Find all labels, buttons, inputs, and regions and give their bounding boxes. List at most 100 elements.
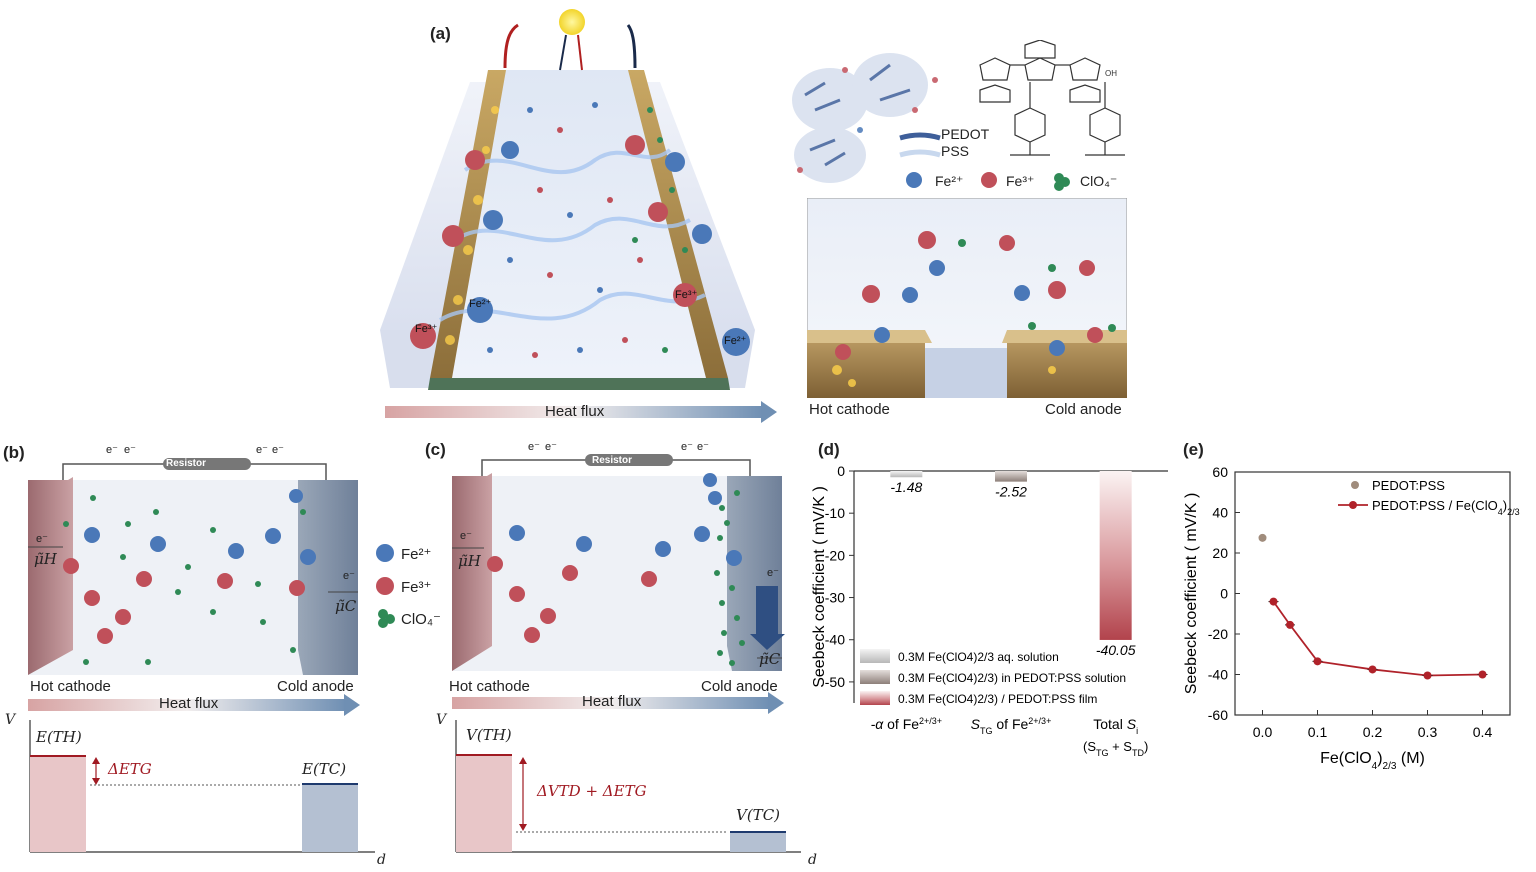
y-tick-label: -60	[1208, 707, 1228, 723]
axis-d-c: d	[808, 852, 817, 868]
ion-label: Fe²⁺	[724, 335, 747, 347]
legend-fe2: Fe²⁺	[935, 173, 964, 189]
delta-label-c: ΔVTD + ΔETG	[537, 782, 647, 800]
small-ions	[487, 102, 688, 358]
data-point	[1269, 597, 1278, 606]
legend-label: 0.3M Fe(ClO4)2/3 aq. solution	[898, 650, 1059, 664]
mu-c-label: μ̃C	[759, 650, 781, 668]
panel-label-c: (c)	[425, 440, 446, 459]
electron-label: e⁻	[36, 533, 48, 545]
legend-fe3-b: Fe³⁺	[401, 579, 432, 596]
y-tick-label: 60	[1212, 464, 1228, 480]
electron-label: e⁻	[106, 444, 118, 456]
axis-d-b: d	[377, 852, 386, 868]
bar-value-label: -2.52	[995, 484, 1027, 500]
mu-h-label: μ̃H	[458, 552, 481, 570]
axis-v-b: V	[5, 712, 16, 728]
electrode-inset	[807, 198, 1127, 398]
x-category-label: (STG + STD)	[1083, 739, 1148, 758]
mu-c-label: μ̃C	[335, 597, 357, 615]
bar-value-label: -40.05	[1096, 642, 1136, 658]
legend-label: 0.3M Fe(ClO4)2/3) / PEDOT:PSS film	[898, 692, 1097, 706]
x-tick-label: 0.2	[1363, 724, 1383, 740]
heat-flux-label-b: Heat flux	[159, 695, 219, 712]
cell-diagram-c	[452, 454, 785, 671]
heat-flux-arrow-c	[452, 692, 784, 714]
data-point	[1258, 533, 1267, 542]
legend-swatch	[860, 649, 890, 663]
inset-hot-cathode: Hot cathode	[809, 401, 890, 418]
v-th-label: V(TH)	[466, 726, 512, 744]
fe2-icon	[906, 172, 922, 188]
svg-text:OH: OH	[1105, 69, 1117, 78]
legend-swatch	[860, 670, 890, 684]
e-th-label: E(TH)	[36, 728, 82, 746]
fe2-icon	[376, 544, 394, 562]
resistor-label-c: Resistor	[592, 455, 633, 466]
electron-label: e⁻	[460, 530, 472, 542]
panel-label-d: (d)	[818, 440, 840, 459]
clo4-icon	[378, 609, 388, 619]
x-axis-label: Fe(ClO4)2/3 (M)	[1320, 750, 1425, 772]
panel-label-b: (b)	[3, 443, 25, 462]
data-point	[1313, 657, 1322, 666]
legend-pss: PSS	[941, 143, 970, 159]
y-tick-label: -10	[825, 505, 845, 521]
legend-fe3: Fe³⁺	[1006, 173, 1035, 189]
panel-label-e: (e)	[1183, 440, 1204, 459]
legend-label: PEDOT:PSS	[1372, 478, 1445, 493]
electron-label: e⁻	[272, 444, 284, 456]
e-tc-label: E(TC)	[302, 760, 347, 778]
fe3-icon	[981, 172, 997, 188]
y-tick-label: -40	[1208, 667, 1228, 683]
electron-label: e⁻	[681, 441, 693, 453]
legend-fe2-b: Fe²⁺	[401, 546, 432, 563]
clo4-icon	[1054, 173, 1064, 183]
hot-cathode-label-c: Hot cathode	[449, 678, 530, 695]
bar	[1099, 471, 1132, 640]
cold-anode-label-b: Cold anode	[277, 678, 354, 695]
x-tick-label: 0.0	[1253, 724, 1273, 740]
ion-label: Fe³⁺	[415, 323, 438, 335]
y-tick-label: -20	[1208, 626, 1228, 642]
series-line	[1272, 601, 1483, 677]
y-tick-label: 0	[837, 463, 845, 479]
ion-label: Fe³⁺	[675, 289, 698, 301]
legend-marker	[1349, 501, 1357, 509]
data-point	[1286, 620, 1294, 629]
y-tick-label: 40	[1212, 505, 1228, 521]
data-point	[1423, 671, 1432, 680]
heat-flux-label: Heat flux	[545, 403, 605, 420]
electron-label: e⁻	[124, 444, 136, 456]
pedot-pss-structure: OH	[792, 40, 1125, 183]
energy-diagram-c	[455, 720, 801, 853]
y-tick-label: -30	[825, 590, 845, 606]
legend-marker	[1351, 481, 1359, 489]
energy-diagram-b	[29, 720, 375, 853]
bar	[995, 471, 1027, 482]
x-category-label: -α of Fe2+/3+	[871, 716, 942, 732]
electron-label: e⁻	[256, 444, 268, 456]
v-tc-label: V(TC)	[736, 806, 781, 824]
fe3-icon	[376, 577, 394, 595]
y-tick-label: -50	[825, 674, 845, 690]
bar-value-label: -1.48	[890, 479, 922, 495]
y-tick-label: 20	[1212, 545, 1228, 561]
y-tick-label: -20	[825, 547, 845, 563]
electron-label: e⁻	[545, 441, 557, 453]
panel-label-a: (a)	[430, 24, 451, 43]
data-point	[1368, 665, 1377, 674]
cell-diagram-b	[28, 458, 358, 675]
y-axis-label: Seebeck coefficient ( mV/K )	[811, 486, 828, 688]
data-point	[1478, 670, 1487, 679]
inset-cold-anode: Cold anode	[1045, 401, 1122, 418]
axis-v-c: V	[436, 712, 447, 728]
heat-flux-label-c: Heat flux	[582, 693, 642, 710]
legend-label: 0.3M Fe(ClO4)2/3) in PEDOT:PSS solution	[898, 671, 1126, 685]
bar	[890, 471, 923, 478]
legend-clo4: ClO₄⁻	[1080, 173, 1118, 189]
electron-label: e⁻	[528, 441, 540, 453]
delta-etg-label-b: ΔETG	[108, 760, 152, 778]
